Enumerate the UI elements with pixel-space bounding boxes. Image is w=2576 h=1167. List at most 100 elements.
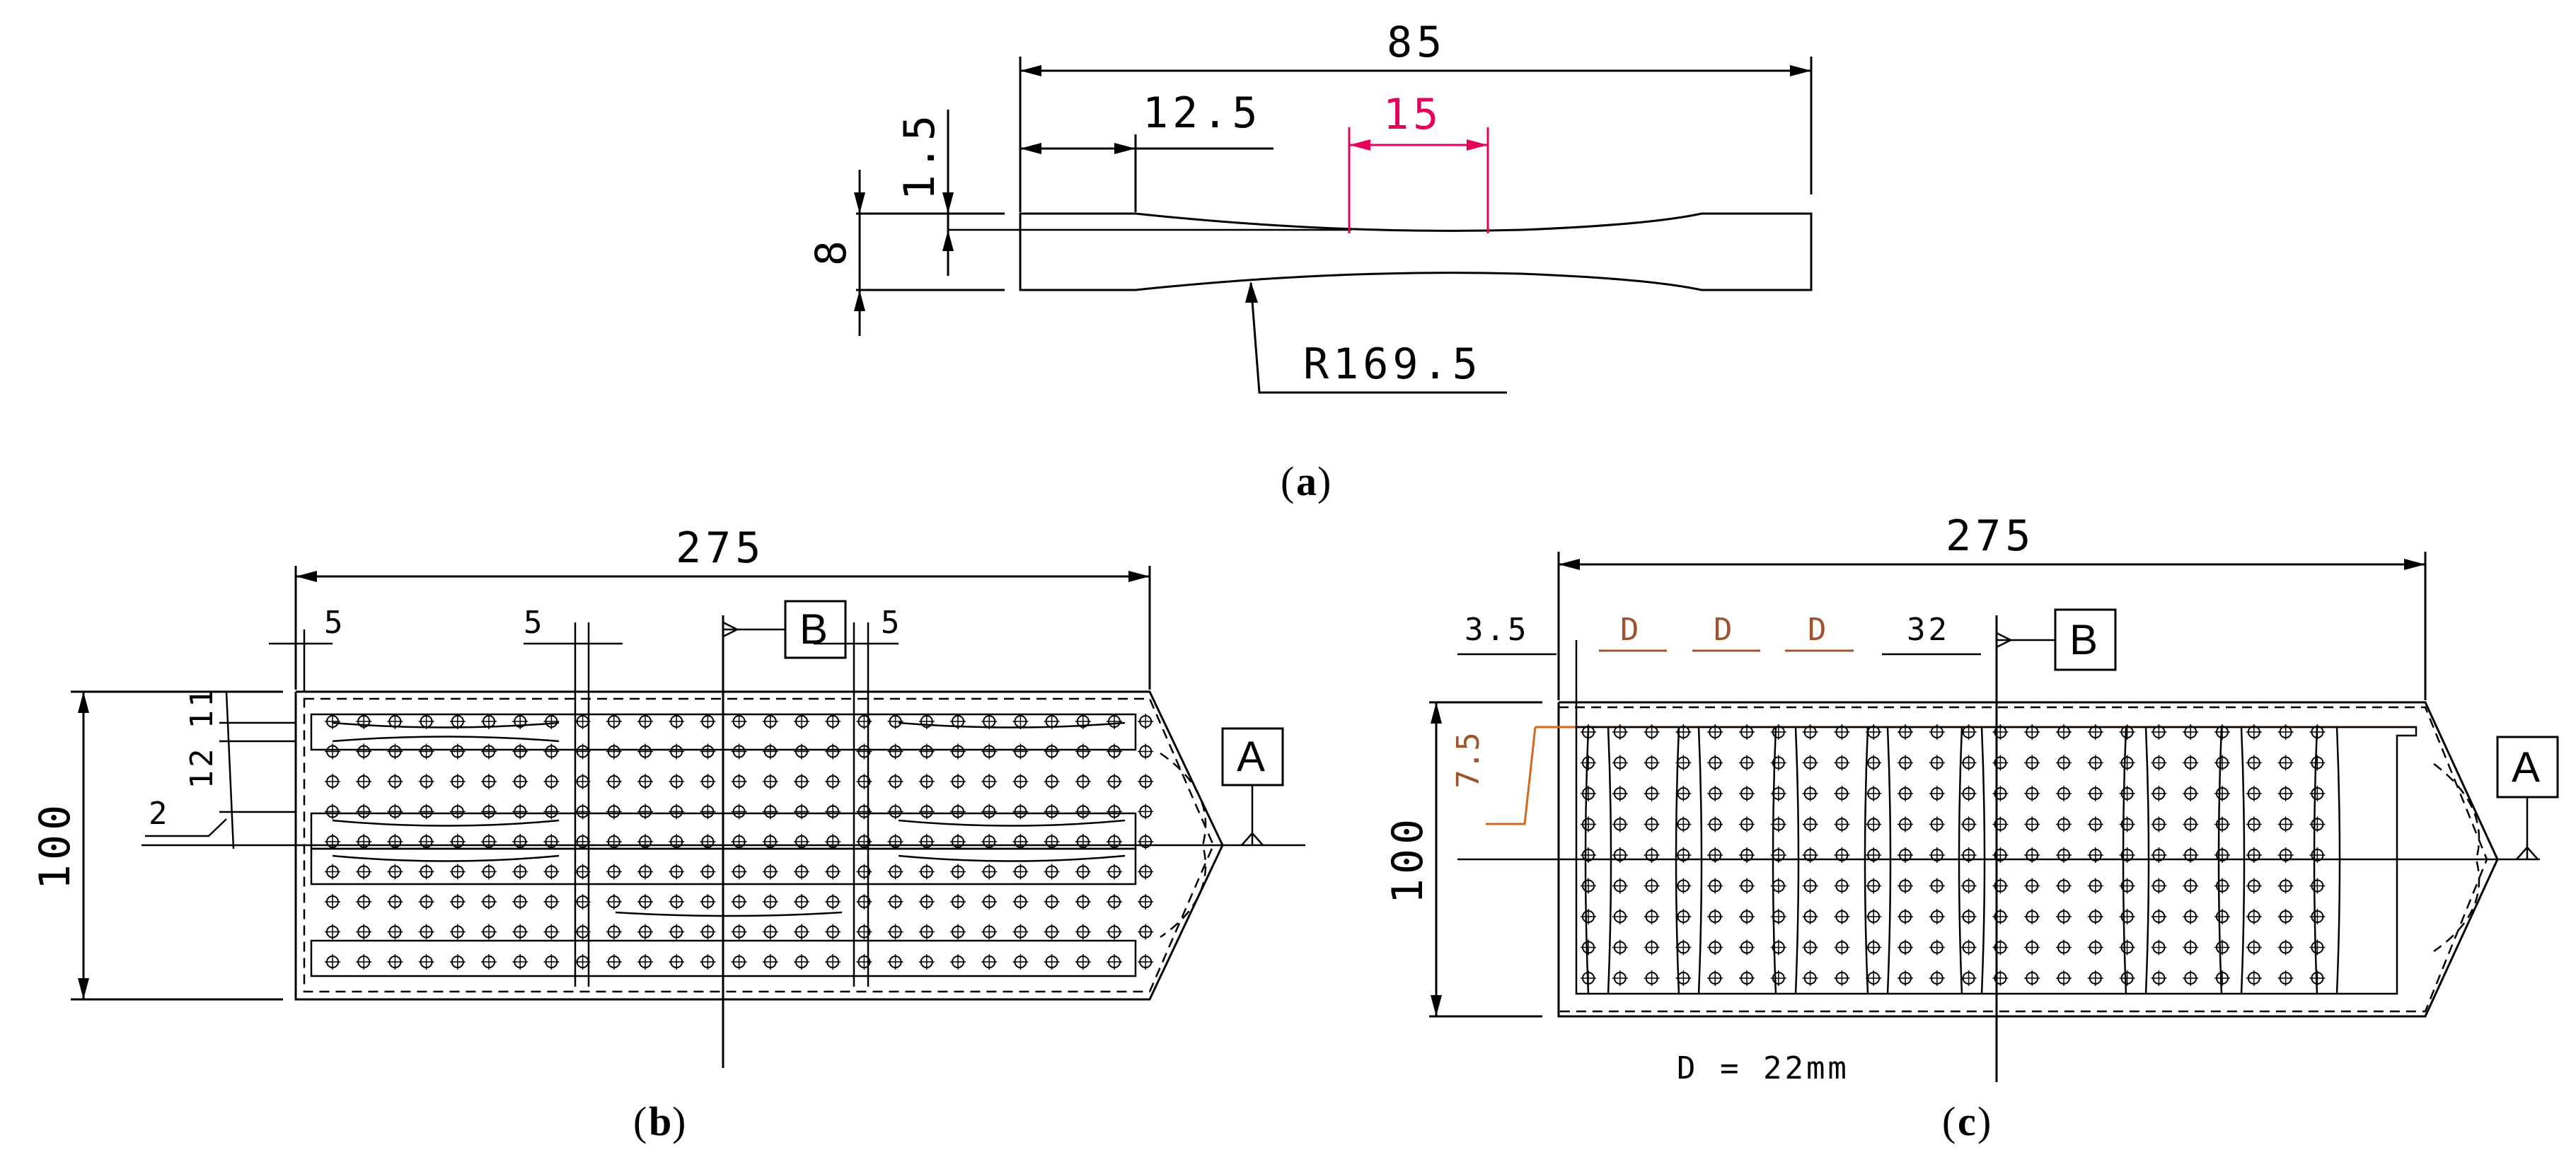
grid-dot-cross [418, 834, 434, 849]
grid-dot-cross [543, 803, 560, 820]
grid-dot-cross [543, 894, 560, 910]
grid-dot-cross [1107, 714, 1122, 729]
grid-dot-cross [481, 774, 497, 789]
grid-dot-cross [1898, 724, 1913, 740]
grid-dot-cross [2246, 816, 2262, 832]
grid-dot-cross [1644, 816, 1660, 832]
grid-dot-cross [918, 894, 935, 910]
caption-a-close: ) [1317, 458, 1331, 504]
grid-dot-cross [1644, 909, 1660, 924]
grid-dot-cross [325, 924, 340, 940]
grid-dot-cross [669, 894, 685, 910]
grid-dot-cross [2024, 970, 2040, 986]
dogbone-mark [332, 854, 1126, 862]
slot-line [1958, 726, 1963, 994]
arrowhead [1467, 139, 1488, 151]
grid-dot-cross [1898, 786, 1913, 801]
grid-dot-cross [2183, 786, 2199, 801]
grid-dot-cross [1992, 878, 2009, 894]
grid-dot-cross [731, 803, 747, 820]
grid-dot-cross [356, 864, 372, 880]
dim-2: 2 [149, 796, 171, 832]
grid-dot-cross [1675, 816, 1692, 832]
grid-dot-cross [2183, 847, 2199, 863]
grid-dot-cross [887, 954, 903, 970]
grid-dot-cross [512, 803, 529, 820]
grid-dot-cross [512, 774, 529, 789]
grid-dot-cross [918, 924, 935, 940]
grid-dot-cross [1044, 803, 1060, 820]
grid-dot-cross [1707, 847, 1723, 863]
grid-dot-cross [2214, 939, 2230, 956]
grid-dot-cross [449, 803, 466, 820]
grid-dot-cross [2087, 786, 2103, 801]
grid-dot-cross [1834, 970, 1850, 986]
grid-dot-cross [856, 864, 872, 880]
grid-dot-cross [1675, 847, 1692, 863]
grid-dot-cross [1739, 724, 1755, 740]
grid-dot-cross [1012, 894, 1029, 910]
grid-dot-cross [387, 894, 403, 910]
grid-dot-cross [325, 954, 340, 970]
grid-dot-cross [794, 774, 809, 789]
grid-dot-cross [1612, 816, 1628, 832]
grid-dot-cross [1012, 743, 1029, 760]
grid-dot-cross [1012, 774, 1029, 789]
caption-b-letter: b [649, 1098, 671, 1144]
grid-dot-cross [1929, 939, 1945, 956]
caption-b-open: ( [633, 1098, 647, 1144]
caption-a-open: ( [1281, 458, 1294, 504]
grid-dot-cross [2087, 755, 2103, 771]
grid-dot-cross [543, 924, 560, 940]
slot-line [1886, 726, 1892, 994]
grid-dot-cross [700, 803, 716, 820]
b-flag [722, 620, 739, 639]
grid-dot-cross [1012, 714, 1029, 729]
grid-dot-cross [2056, 939, 2072, 956]
grid-dot-cross [1802, 755, 1818, 771]
grid-dot-cross [1581, 909, 1596, 924]
grid-dot-cross [2056, 878, 2072, 894]
grid-dot-cross [2087, 816, 2103, 832]
grid-dot-cross [1866, 755, 1882, 771]
grid-dot-cross [2119, 878, 2135, 894]
dim-11: 11 [184, 686, 220, 729]
grid-dot-cross [762, 924, 778, 940]
grid-dot-cross [2214, 755, 2230, 771]
grid-dot-cross [2183, 755, 2199, 771]
grid-dot-cross [2024, 909, 2040, 924]
arrowhead [854, 192, 865, 214]
grid-dot-cross [637, 924, 653, 940]
grid-dot-cross [918, 954, 935, 970]
grid-dot-cross [543, 714, 560, 729]
grid-dot-cross [2056, 847, 2072, 863]
grid-dot-cross [2246, 970, 2262, 986]
grid-dot-cross [1834, 939, 1850, 956]
grid-dot-cross [2246, 909, 2262, 924]
grid-dot-cross [1739, 909, 1755, 924]
grid-dot-cross [1770, 878, 1786, 894]
grid-dot-cross [918, 834, 935, 849]
grid-dot-cross [700, 743, 716, 760]
grid-dot-cross [1992, 939, 2009, 956]
slot-line [1794, 726, 1800, 994]
grid-dot-cross [1675, 786, 1692, 801]
grid-dot-cross [1612, 878, 1628, 894]
grid-dot-cross [418, 774, 434, 789]
grid-dot-cross [1770, 939, 1786, 956]
grid-dot-cross [1675, 878, 1692, 894]
grid-dot-cross [950, 743, 966, 760]
grid-dot-cross [762, 743, 778, 760]
grid-dot-cross [637, 864, 653, 880]
grid-dot-cross [1075, 714, 1091, 729]
grid-dot-cross [543, 743, 560, 760]
grid-dot-cross [981, 954, 998, 970]
grid-dot-cross [2309, 847, 2326, 863]
grid-dot-cross [887, 774, 903, 789]
grid-dot-cross [762, 714, 778, 729]
grid-dot-cross [2119, 909, 2135, 924]
grid-dot-cross [1802, 847, 1818, 863]
grid-dot-cross [2119, 847, 2135, 863]
grid-dot-cross [731, 834, 747, 849]
grid-dot-cross [981, 743, 998, 760]
